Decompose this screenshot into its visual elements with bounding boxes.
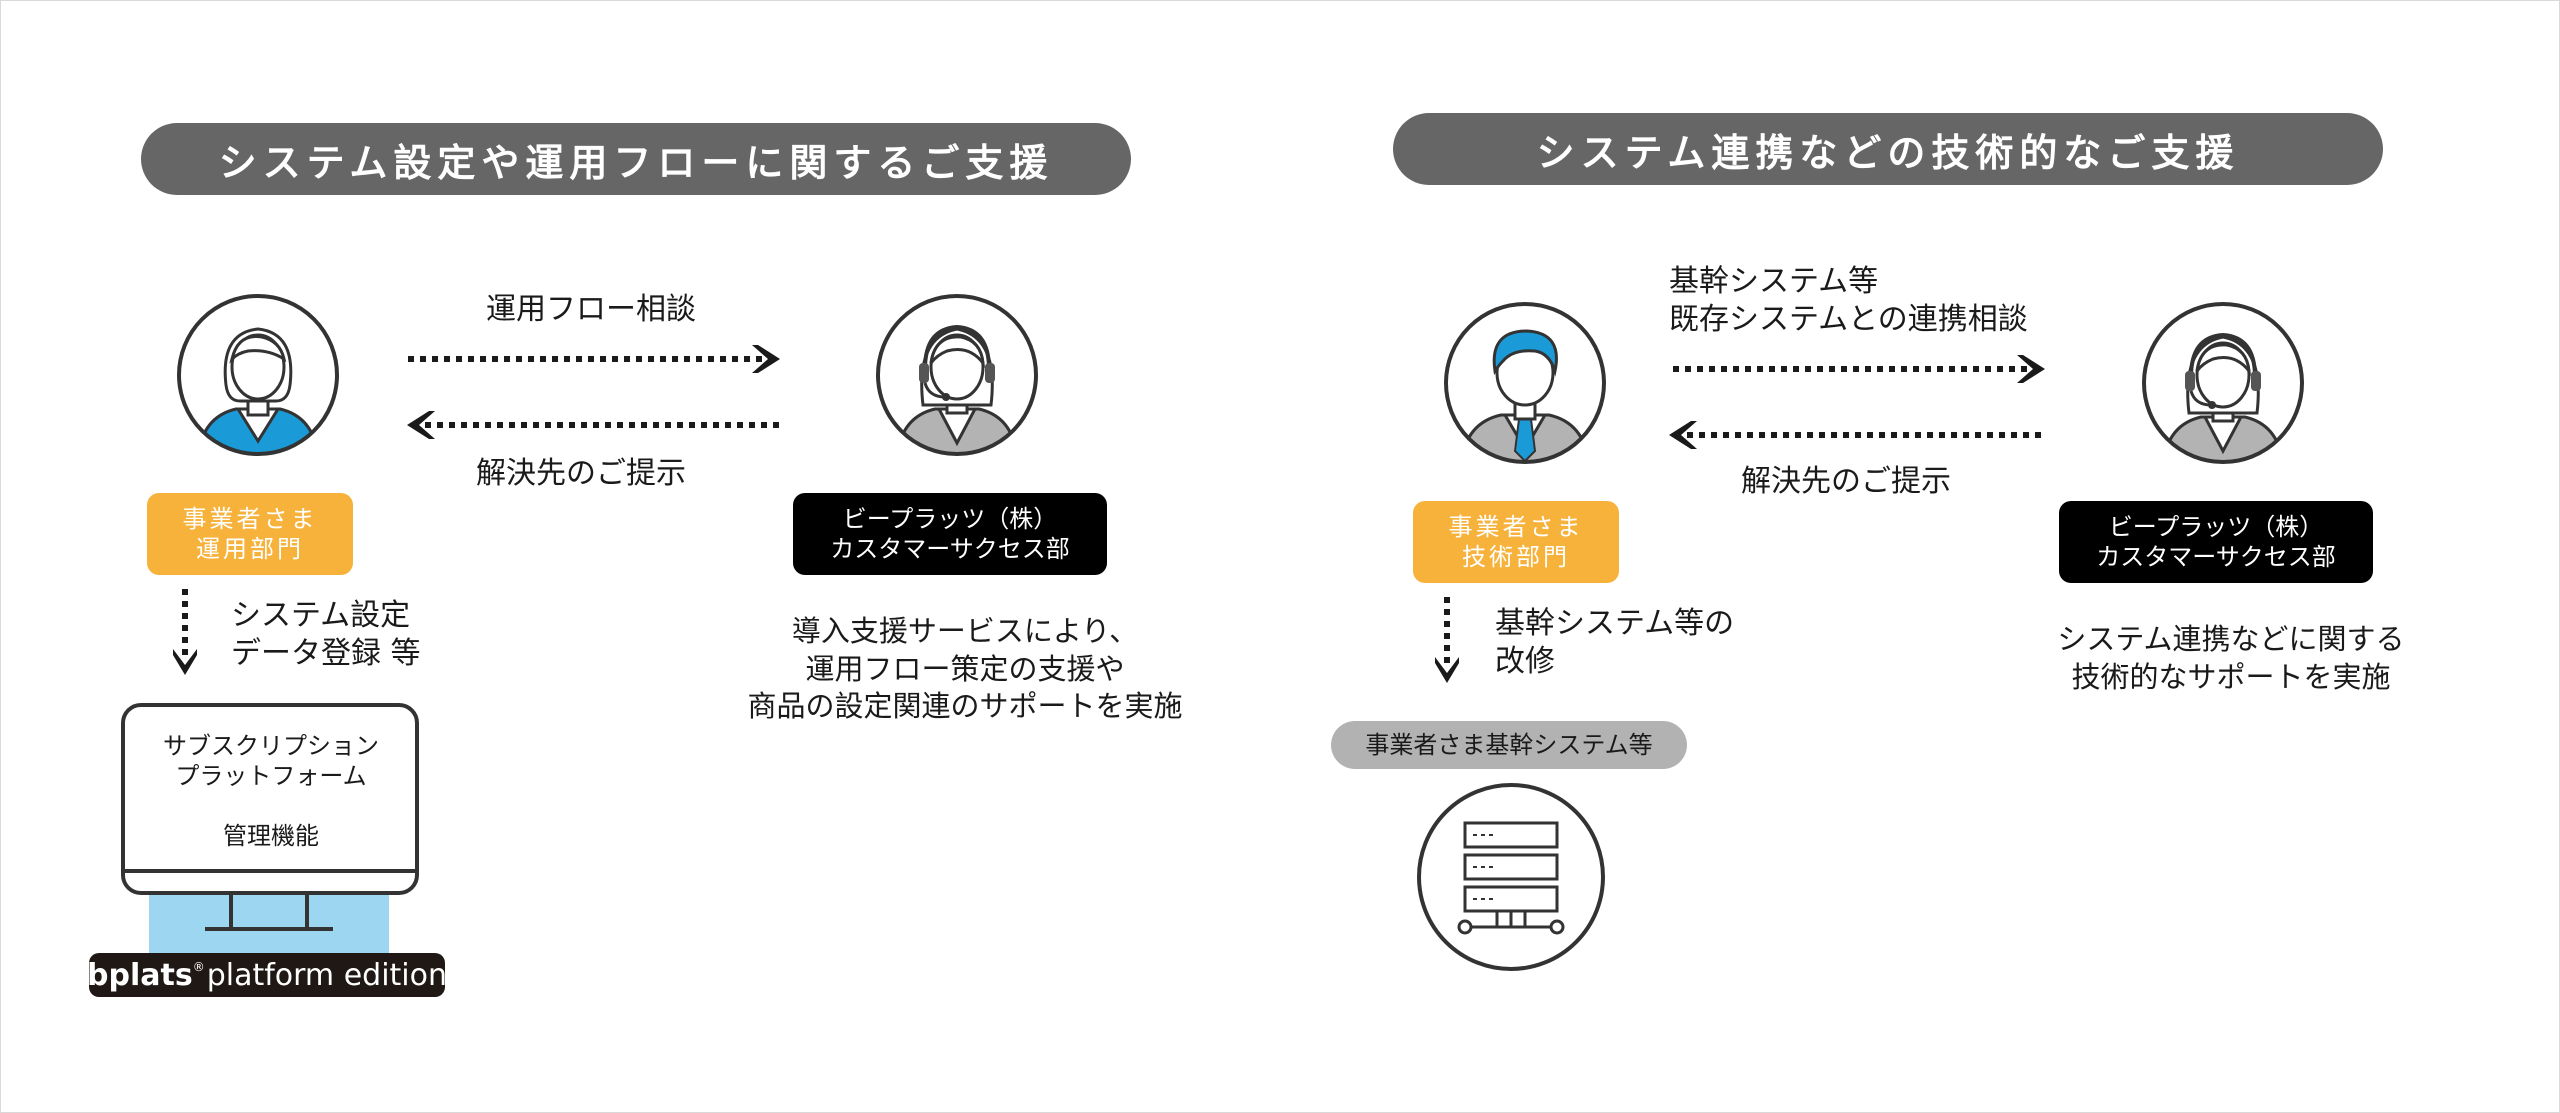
down-label-line: データ登録 等 [231,635,421,671]
right-arrow-left-icon [1669,421,2041,449]
bplats-logo: bplats®platform edition [87,953,447,997]
support-staff-avatar-icon [876,294,1038,456]
down-label-line: システム設定 [231,598,411,633]
badge-line: ビープラッツ（株） [2108,513,2324,541]
right-down-arrow-icon [1435,597,1459,683]
right-arrow-bottom-label: 解決先のご提示 [1741,464,1951,499]
customer-success-badge: ビープラッツ（株） カスタマーサクセス部 [793,493,1107,575]
monitor-icon [121,703,419,979]
left-arrow-top-label: 運用フロー相談 [486,292,696,327]
technical-dept-badge: 事業者さま 技術部門 [1413,501,1619,583]
customer-success-badge: ビープラッツ（株） カスタマーサクセス部 [2059,501,2373,583]
down-label-line: 改修 [1495,643,1555,679]
right-staff-description: システム連携などに関する 技術的なサポートを実施 [2001,621,2461,696]
monitor-line: 管理機能 [223,822,319,850]
right-arrow-right-icon [1673,355,2045,383]
right-section-header: システム連携などの技術的なご支援 [1393,113,2383,185]
left-section-header: システム設定や運用フローに関するご支援 [141,123,1131,195]
operations-dept-badge: 事業者さま 運用部門 [147,493,353,575]
support-staff-avatar-icon [2142,302,2304,464]
desc-line: 運用フロー策定の支援や [805,651,1125,686]
logo-rest: platform edition [206,957,447,993]
logo-bold: bplats [87,957,193,993]
desc-line: 技術的なサポートを実施 [2071,659,2391,694]
left-arrow-left-icon [407,411,779,439]
badge-line: 技術部門 [1462,543,1570,571]
left-staff-description: 導入支援サービスにより、 運用フロー策定の支援や 商品の設定関連のサポートを実施 [725,613,1205,726]
monitor-line: サブスクリプション [163,732,379,760]
monitor-line: プラットフォーム [175,762,367,790]
right-arrow-top-label: 基幹システム等 既存システムとの連携相談 [1669,263,2028,338]
left-arrow-right-icon [408,345,780,373]
badge-line: 事業者さま [1448,513,1584,541]
desc-line: 導入支援サービスにより、 [791,614,1139,648]
desc-line: システム連携などに関する [2057,622,2405,656]
left-down-arrow-icon [173,589,197,675]
left-arrow-bottom-label: 解決先のご提示 [476,456,686,491]
badge-line: 運用部門 [196,535,304,563]
left-down-label: システム設定 データ登録 等 [231,597,421,672]
badge-line: カスタマーサクセス部 [2096,543,2336,571]
core-system-badge: 事業者さま基幹システム等 [1331,721,1687,769]
down-label-line: 基幹システム等の [1495,606,1735,641]
monitor-screen-text: サブスクリプション プラットフォーム 管理機能 [123,731,419,851]
badge-line: ビープラッツ（株） [842,505,1058,533]
operations-user-avatar-icon [177,294,339,456]
logo-registered-mark: ® [192,960,205,974]
technical-user-avatar-icon [1444,302,1606,464]
arrow-label-line: 既存システムとの連携相談 [1669,301,2028,337]
arrow-label-line: 基幹システム等 [1669,264,1879,299]
badge-line: カスタマーサクセス部 [830,535,1070,563]
badge-line: 事業者さま [182,505,318,533]
right-down-label: 基幹システム等の 改修 [1495,605,1734,680]
desc-line: 商品の設定関連のサポートを実施 [747,689,1183,724]
server-icon [1417,783,1605,971]
